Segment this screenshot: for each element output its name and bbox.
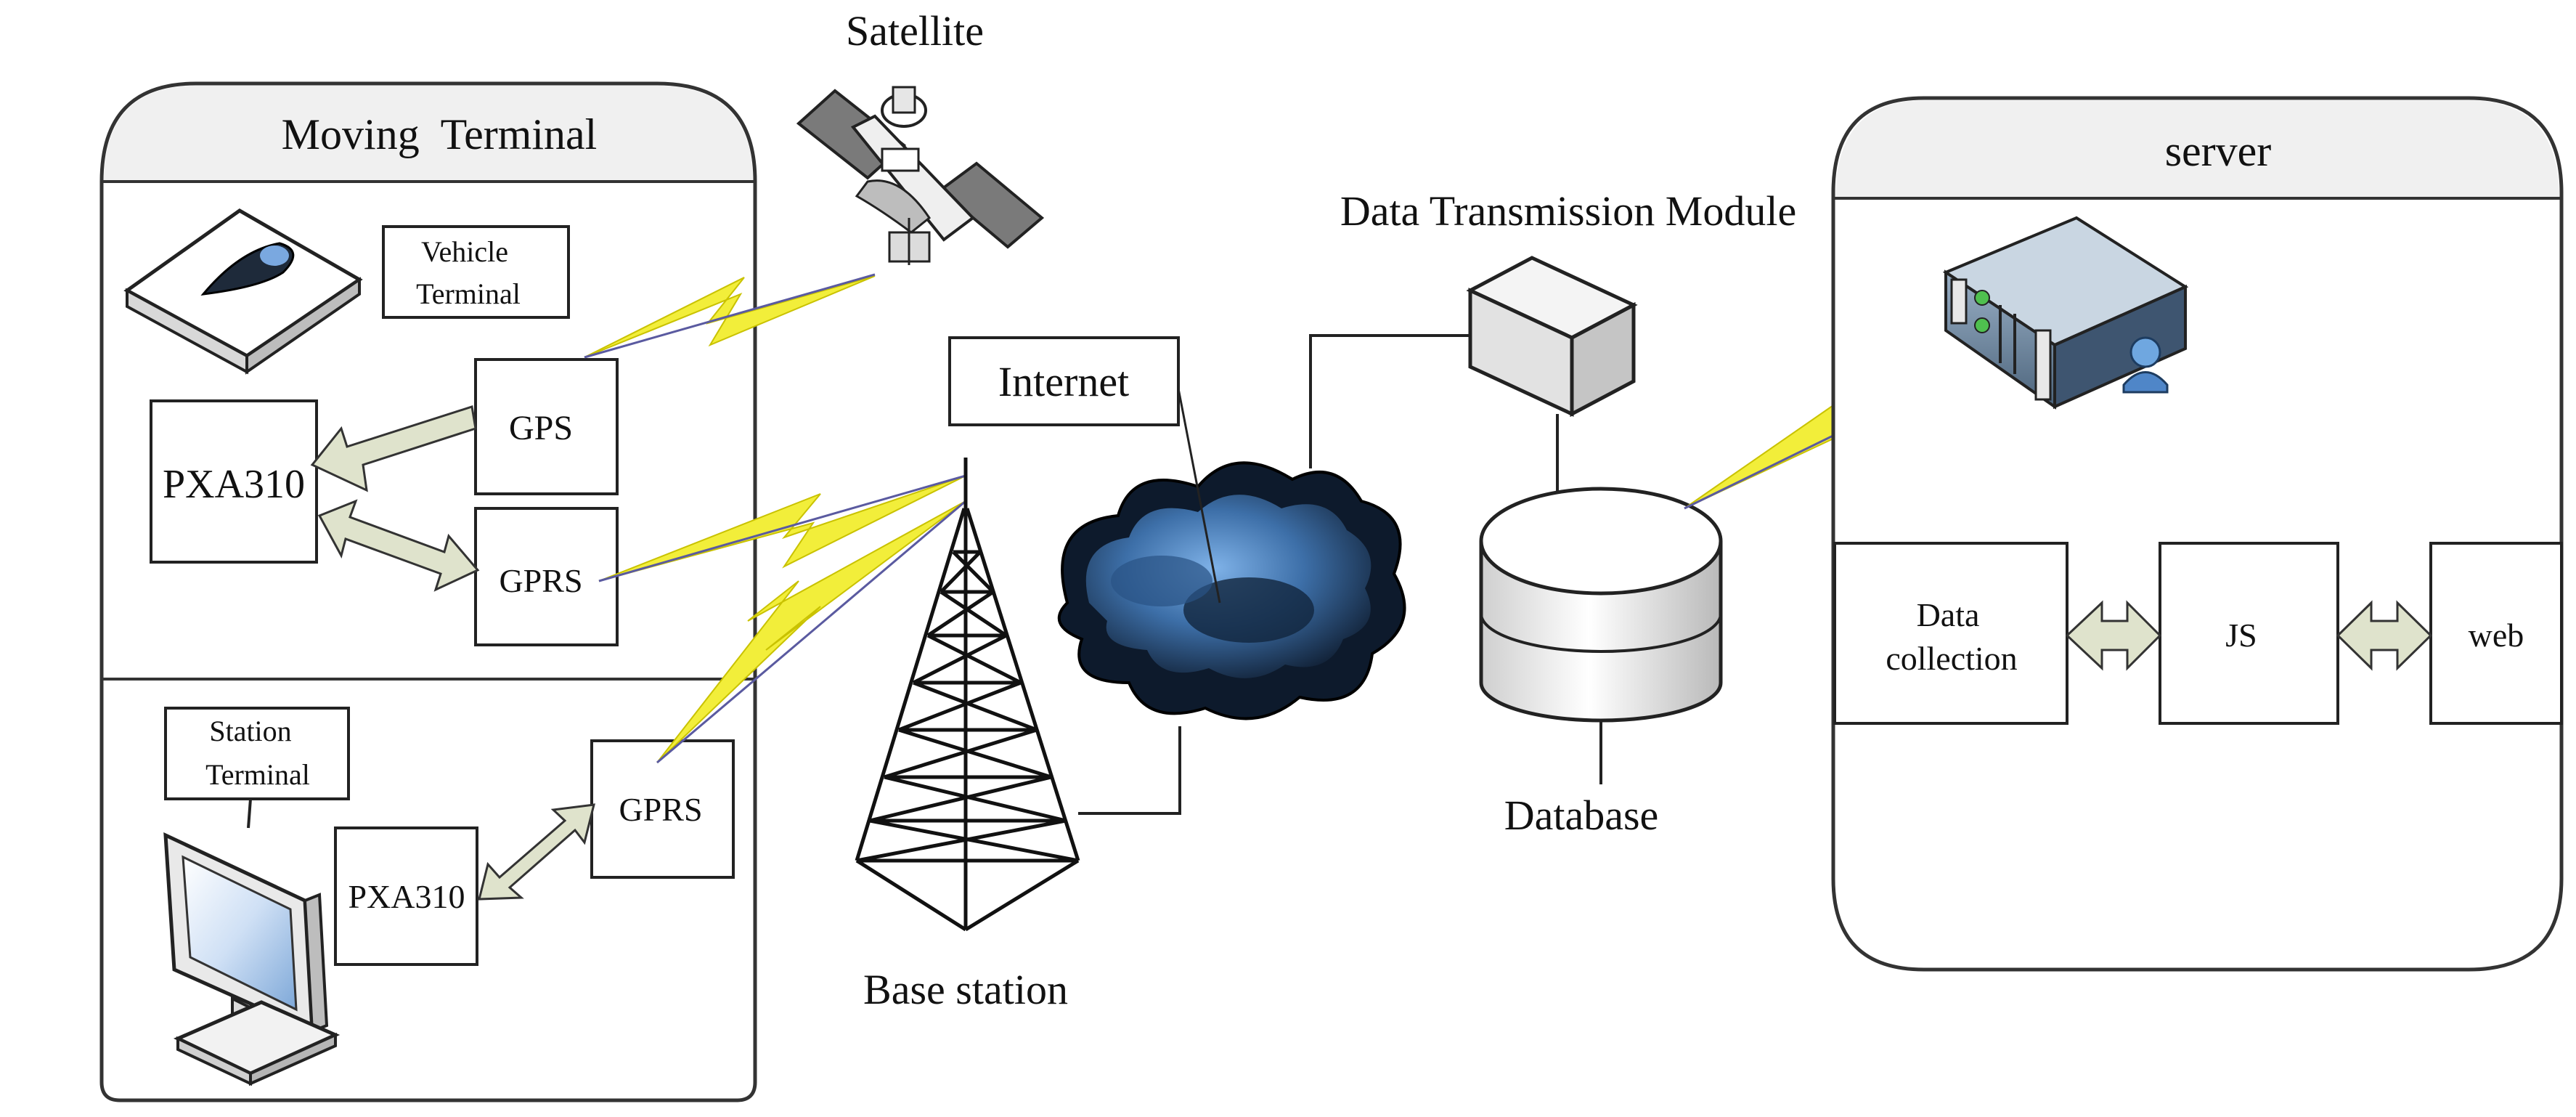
double-arrow-icon: [2065, 600, 2162, 671]
pxa310-gprs-double-arrow: [317, 499, 480, 592]
data-collection-label-2: collection: [1886, 640, 2017, 677]
cloud-icon: [1057, 461, 1406, 720]
data-transmission-module-label: Data Transmission Module: [1340, 187, 1796, 235]
data-collection-box: Data collection: [1833, 542, 2068, 725]
lightning-icon: [584, 273, 876, 359]
web-label: web: [2469, 617, 2524, 654]
database-label: Database: [1504, 792, 1659, 839]
gps-label: GPS: [509, 409, 573, 447]
monitor-icon: [163, 832, 341, 1086]
station-terminal-label-2: Terminal: [205, 758, 310, 791]
internet-label: Internet: [998, 358, 1129, 405]
satellite-label: Satellite: [846, 7, 984, 54]
data-collection-label-1: Data: [1917, 596, 1980, 633]
server-panel: server: [1831, 96, 2564, 972]
database-icon: [1479, 487, 1723, 723]
server-rack-icon: [1942, 216, 2189, 410]
internet-callout: Internet: [948, 336, 1180, 426]
pxa310-vehicle-label: PXA310: [163, 462, 305, 507]
moving-terminal-title: Moving Terminal: [282, 110, 598, 158]
tower-icon: [855, 458, 1080, 932]
vehicle-terminal-label-2: Terminal: [416, 277, 521, 310]
internet-callout-leader: [1177, 388, 1221, 604]
server-title: server: [2165, 127, 2272, 175]
gps-to-pxa310-arrow: [310, 405, 477, 492]
web-box: web: [2429, 542, 2563, 725]
js-label: JS: [2225, 617, 2257, 654]
pxa310-station-label: PXA310: [348, 878, 465, 915]
station-terminal-label-1: Station: [209, 715, 291, 747]
vehicle-terminal-icon: [123, 208, 363, 375]
tower-cloud-link: [1078, 726, 1181, 815]
vehicle-terminal-label-1: Vehicle: [421, 235, 508, 268]
vehicle-terminal-callout: Vehicle Terminal: [382, 225, 570, 319]
js-box: JS: [2159, 542, 2339, 725]
gprs-station-label: GPRS: [619, 791, 702, 828]
transmission-box-icon: [1466, 256, 1638, 418]
gprs-vehicle-label: GPRS: [499, 562, 582, 599]
satellite-icon: [796, 86, 1045, 265]
cloud-module-link: [1309, 334, 1472, 468]
pxa310-gprs-station-double-arrow: [478, 803, 595, 901]
base-station-label: Base station: [863, 966, 1068, 1013]
gprs-station-box: GPRS: [590, 739, 735, 879]
gps-box: GPS: [474, 358, 619, 495]
station-terminal-callout: Station Terminal: [164, 707, 350, 829]
gprs-vehicle-box: GPRS: [474, 507, 619, 646]
pxa310-vehicle-box: PXA310: [150, 399, 318, 564]
double-arrow-icon: [2336, 600, 2433, 671]
pxa310-station-box: PXA310: [334, 826, 478, 966]
